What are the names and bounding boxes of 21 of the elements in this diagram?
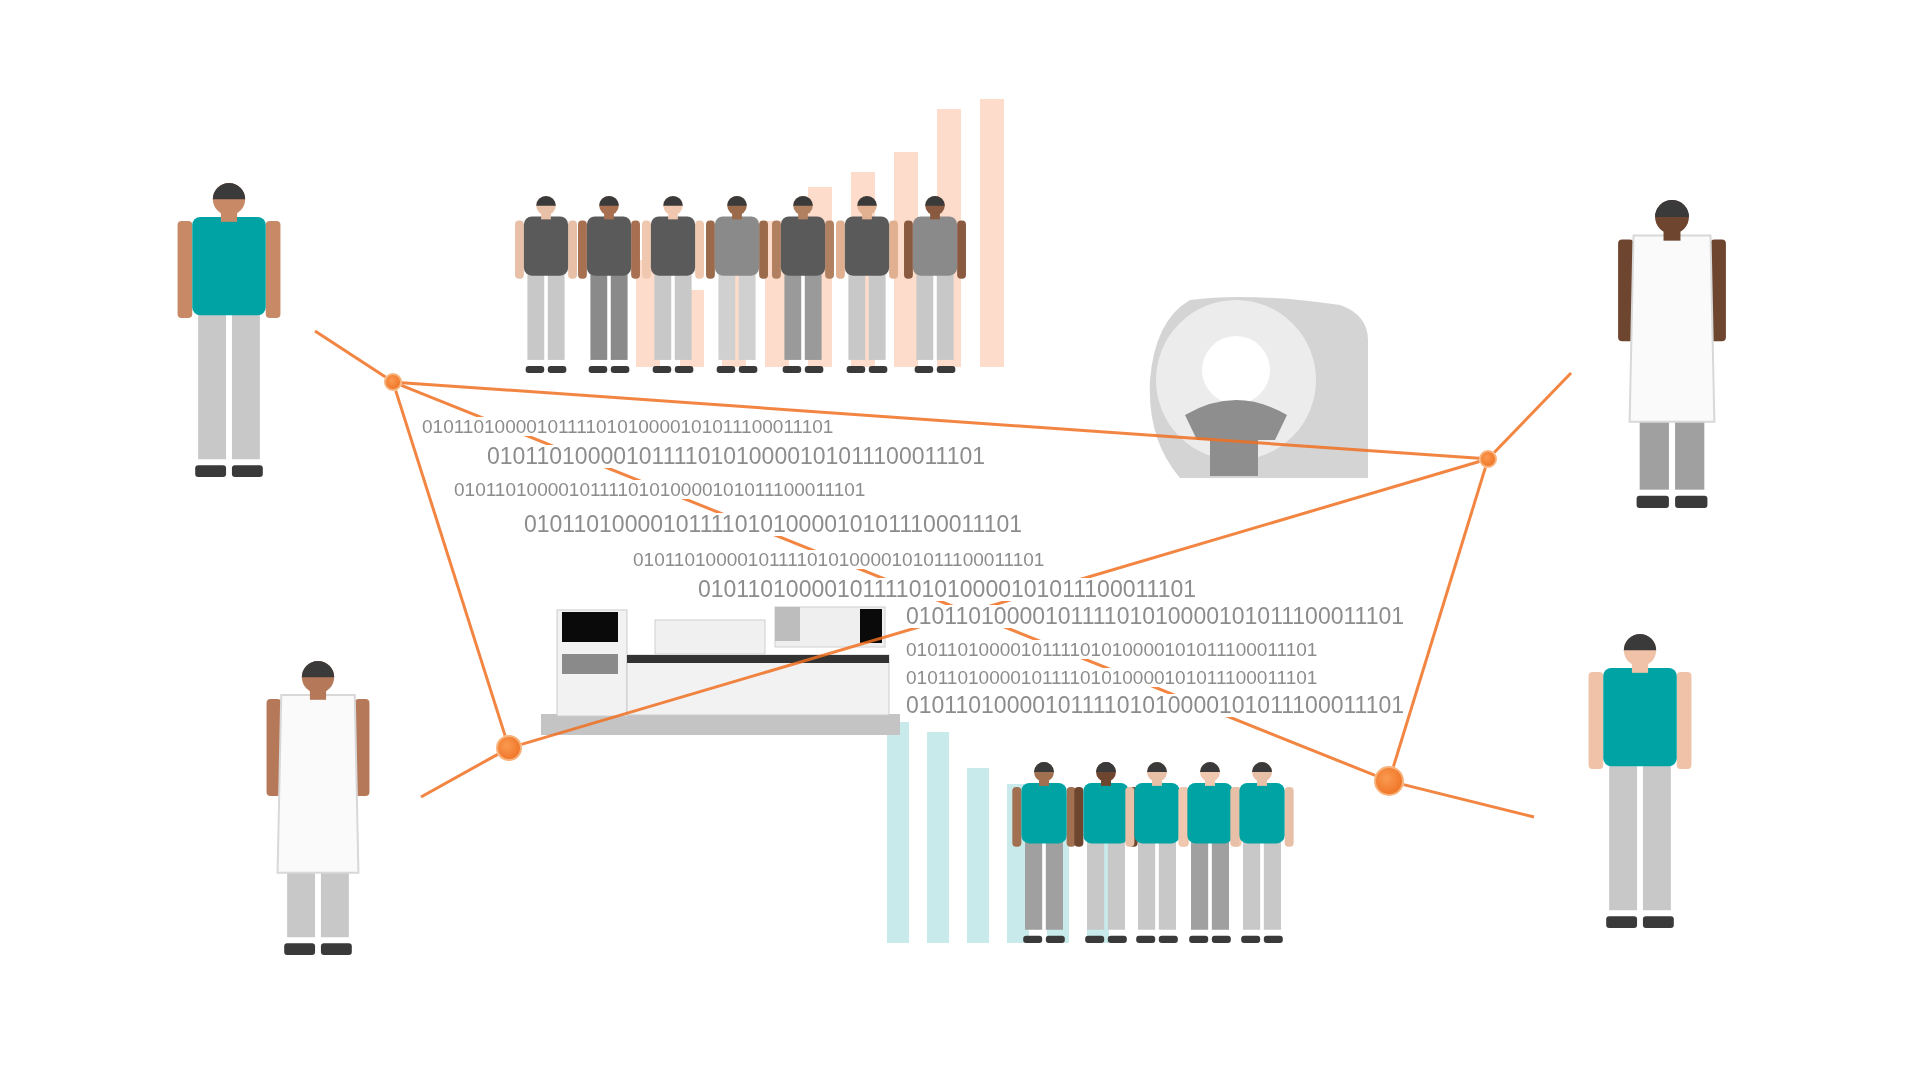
binary-text: 0101101000010111101010000101011100011101 xyxy=(422,417,834,436)
binary-text: 0101101000010111101010000101011100011101 xyxy=(906,668,1318,687)
network-node xyxy=(496,735,522,761)
binary-text: 0101101000010111101010000101011100011101 xyxy=(633,550,1045,569)
binary-text: 0101101000010111101010000101011100011101 xyxy=(906,694,1404,717)
connector-line xyxy=(1391,467,1487,768)
binary-text: 0101101000010111101010000101011100011101 xyxy=(487,445,985,468)
connector-line xyxy=(401,381,1480,460)
connector-line xyxy=(314,329,387,379)
network-node xyxy=(1374,766,1404,796)
binary-text: 0101101000010111101010000101011100011101 xyxy=(698,578,1196,601)
connector-line xyxy=(1493,371,1573,454)
connector-line xyxy=(420,753,499,799)
binary-text: 0101101000010111101010000101011100011101 xyxy=(524,513,1022,536)
binary-text: 0101101000010111101010000101011100011101 xyxy=(454,480,866,499)
network-node xyxy=(1479,450,1497,468)
connector-line xyxy=(1403,783,1535,819)
network-node xyxy=(384,373,402,391)
binary-text: 0101101000010111101010000101011100011101 xyxy=(906,640,1318,659)
connector-line xyxy=(394,390,507,737)
binary-text: 0101101000010111101010000101011100011101 xyxy=(906,605,1404,628)
